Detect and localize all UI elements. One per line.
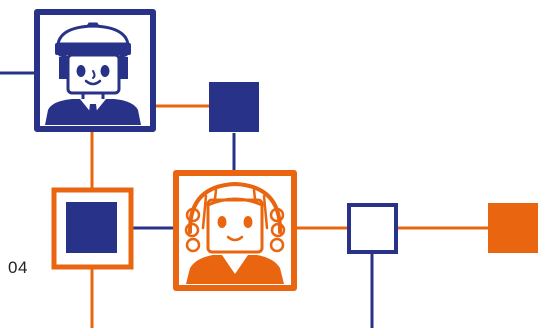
page-number: 04	[8, 258, 28, 278]
outlined-navy-node	[349, 205, 396, 252]
framed-navy-node	[54, 190, 131, 267]
girl-character-icon	[176, 173, 294, 288]
officer-character-icon	[37, 12, 153, 129]
navy-solid-node	[209, 82, 259, 132]
orange-solid-node	[488, 203, 538, 253]
